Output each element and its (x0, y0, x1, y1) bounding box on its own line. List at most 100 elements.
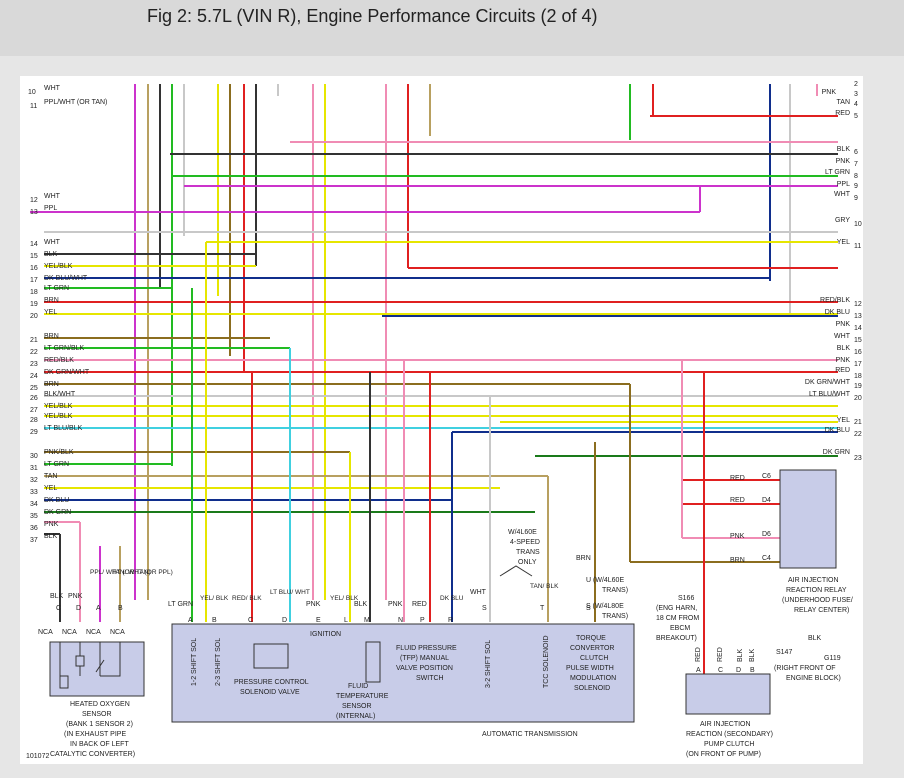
left-label: TAN (44, 473, 57, 480)
trans-tfp: FLUID PRESSURE (396, 645, 457, 652)
left-label: LT GRN/BLK (44, 345, 85, 352)
left-num: 19 (30, 301, 38, 308)
left-label: YEL (44, 309, 57, 316)
left-label: PPL (44, 205, 57, 212)
trans-pin-color: PNK (388, 601, 403, 608)
trans-tcc-pwm: TORQUE (576, 635, 606, 642)
o2-name: CATALYTIC CONVERTER) (50, 751, 135, 758)
right-num: 12 (854, 301, 862, 308)
right-num: 11 (854, 243, 861, 250)
trans-ignition: IGNITION (310, 631, 341, 638)
right-num: 19 (854, 383, 862, 390)
o2-name: IN BACK OF LEFT (70, 741, 129, 748)
trans-pin-color: RED/ BLK (232, 595, 262, 602)
right-label: TAN (837, 99, 850, 106)
pump-wire-color: BLK (749, 648, 756, 662)
trans-pin: C (248, 617, 253, 624)
right-num: 8 (854, 173, 858, 180)
left-num: 20 (30, 313, 38, 320)
wire-lines (30, 84, 838, 676)
right-label: PNK (836, 158, 851, 165)
pump-pin: A (696, 667, 701, 674)
right-num: 21 (854, 419, 862, 426)
trans-tcc-pwm: MODULATION (570, 675, 616, 682)
trans-note-4l60e: TRANS (516, 549, 540, 556)
left-label: WHT (44, 85, 61, 92)
left-label: DK GRN (44, 509, 71, 516)
pump-splice-desc: 18 CM FROM (656, 615, 699, 622)
right-label: LT BLU/WHT (809, 391, 851, 398)
left-num: 16 (30, 265, 38, 272)
trans-tcc-pwm: CONVERTOR (570, 645, 614, 652)
trans-fluid-temp: TEMPERATURE (336, 693, 389, 700)
left-label: BRN (44, 297, 59, 304)
left-num: 30 (30, 453, 38, 460)
o2-pin: C (56, 605, 61, 612)
right-num: 9 (854, 195, 858, 202)
right-num: 4 (854, 101, 858, 108)
right-label: PPL (837, 181, 850, 188)
left-num: 17 (30, 277, 38, 284)
left-label: WHT (44, 193, 61, 200)
right-label: DK GRN (823, 449, 850, 456)
right-label: DK BLU (825, 427, 850, 434)
pump-body (685, 673, 771, 715)
o2-sensor-body (49, 641, 145, 697)
trans-note-arrow (499, 565, 533, 577)
trans-pcs: SOLENOID VALVE (240, 689, 300, 696)
pump-pin: B (750, 667, 755, 674)
trans-pin-color: BRN (576, 555, 591, 562)
relay-name: REACTION RELAY (786, 587, 847, 594)
figure-header-bar: Fig 2: 5.7L (VIN R), Engine Performance … (0, 0, 904, 56)
left-label: LT GRN (44, 285, 69, 292)
pump-splice-desc: (ENG HARN, (656, 605, 697, 612)
pump-wire-color: RED (695, 647, 702, 662)
left-label: RED/BLK (44, 357, 74, 364)
right-label: YEL (837, 417, 850, 424)
left-label: BLK/WHT (44, 391, 76, 398)
trans-pin: P (420, 617, 425, 624)
trans-tcc: TCC SOLENOID (543, 635, 550, 688)
o2-pin-color: BLK (50, 593, 64, 600)
footer-code: 101072 (26, 753, 49, 760)
left-num: 34 (30, 501, 38, 508)
right-num: 15 (854, 337, 862, 344)
fluid-temp-symbol (365, 641, 381, 683)
right-label: LT GRN (825, 169, 850, 176)
trans-pin-color: TAN/ BLK (530, 583, 559, 590)
right-label: PNK (836, 357, 851, 364)
relay-wire-color: BRN (730, 557, 745, 564)
trans-pin: S (586, 605, 591, 612)
pump-g119: G119 (824, 655, 841, 662)
left-num: 33 (30, 489, 38, 496)
left-num: 11 (30, 103, 37, 110)
relay-pin: D6 (762, 531, 771, 538)
left-label: BLK (44, 251, 58, 258)
trans-pin-color: RED (412, 601, 427, 608)
left-label: DK GRN/WHT (44, 369, 90, 376)
trans-fluid-temp: FLUID (348, 683, 368, 690)
relay-body (779, 469, 837, 569)
right-label: BLK (837, 146, 851, 153)
left-num: 25 (30, 385, 38, 392)
relay-name: (UNDERHOOD FUSE/ (782, 597, 853, 604)
o2-nca: NCA (38, 629, 53, 636)
right-label: RED (835, 110, 850, 117)
left-num: 15 (30, 253, 38, 260)
trans-tfp: VALVE POSITION (396, 665, 453, 672)
trans-pin-color: LT BLU/ WHT (270, 589, 310, 596)
pump-name: AIR INJECTION (700, 721, 751, 728)
right-label: GRY (835, 217, 850, 224)
left-num: 12 (30, 197, 38, 204)
trans-s-note2: TRANS) (602, 613, 628, 620)
left-label: BLK (44, 533, 58, 540)
right-num: 22 (854, 431, 862, 438)
left-num: 35 (30, 513, 38, 520)
figure-title: Fig 2: 5.7L (VIN R), Engine Performance … (147, 6, 598, 26)
trans-pin-color: BLK (354, 601, 368, 608)
o2-pin-color: PNK (68, 593, 83, 600)
trans-pin-color: PNK (306, 601, 321, 608)
trans-pin-color: DK BLU (440, 595, 464, 602)
